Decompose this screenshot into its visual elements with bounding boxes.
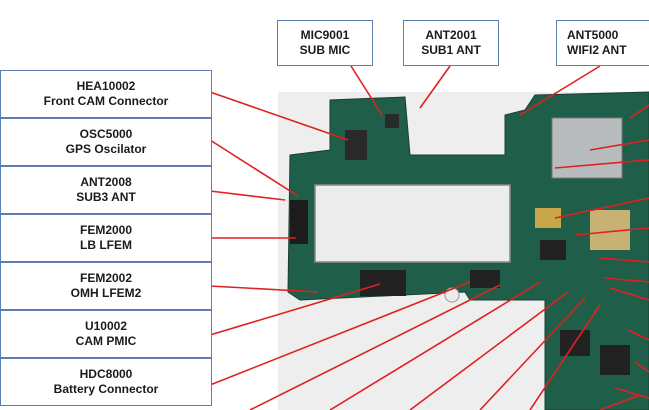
callout-description: Front CAM Connector <box>43 94 169 108</box>
chip <box>360 270 406 296</box>
board-cutout <box>314 184 511 263</box>
callout-ant5000: ANT5000 WIFI2 ANT <box>556 20 649 66</box>
callout-ant2008: ANT2008 SUB3 ANT <box>0 166 212 214</box>
front-cam-connector <box>345 130 367 160</box>
callout-hea10002: HEA10002 Front CAM Connector <box>0 70 212 118</box>
callout-code: FEM2002 <box>79 271 133 285</box>
callout-description: Battery Connector <box>53 382 159 396</box>
callout-fem2000: FEM2000 LB LFEM <box>0 214 212 262</box>
chip <box>540 240 566 260</box>
chip <box>470 270 500 288</box>
chip <box>290 200 308 244</box>
callout-u10002: U10002 CAM PMIC <box>0 310 212 358</box>
callout-code: ANT2008 <box>80 175 132 189</box>
chip <box>600 345 630 375</box>
callout-code: FEM2000 <box>79 223 133 237</box>
callout-description: LB LFEM <box>80 238 132 252</box>
callout-osc5000: OSC5000 GPS Oscilator <box>0 118 212 166</box>
callout-description: SUB MIC <box>299 43 351 57</box>
leader-lines <box>209 65 649 410</box>
callout-description: SUB3 ANT <box>76 190 136 204</box>
callout-description: OMH LFEM2 <box>70 286 142 300</box>
callout-code: ANT2001 <box>425 28 477 42</box>
callout-code: HDC8000 <box>79 367 133 381</box>
callout-code: MIC9001 <box>300 28 350 42</box>
sub-mic <box>385 114 399 128</box>
callout-mic9001: MIC9001 SUB MIC <box>277 20 373 66</box>
callout-code: OSC5000 <box>79 127 133 141</box>
callout-code: U10002 <box>84 319 128 333</box>
callout-code: HEA10002 <box>76 79 136 93</box>
gold-component <box>535 208 561 228</box>
callout-code: ANT5000 <box>567 28 619 42</box>
callout-description: GPS Oscilator <box>65 142 147 156</box>
callout-fem2002: FEM2002 OMH LFEM2 <box>0 262 212 310</box>
callout-hdc8000: HDC8000 Battery Connector <box>0 358 212 406</box>
callout-description: SUB1 ANT <box>421 43 481 57</box>
callout-description: CAM PMIC <box>75 334 137 348</box>
callout-ant2001: ANT2001 SUB1 ANT <box>403 20 499 66</box>
mount-hole <box>444 287 460 303</box>
shield-can <box>551 117 623 179</box>
callout-description: WIFI2 ANT <box>567 43 627 57</box>
